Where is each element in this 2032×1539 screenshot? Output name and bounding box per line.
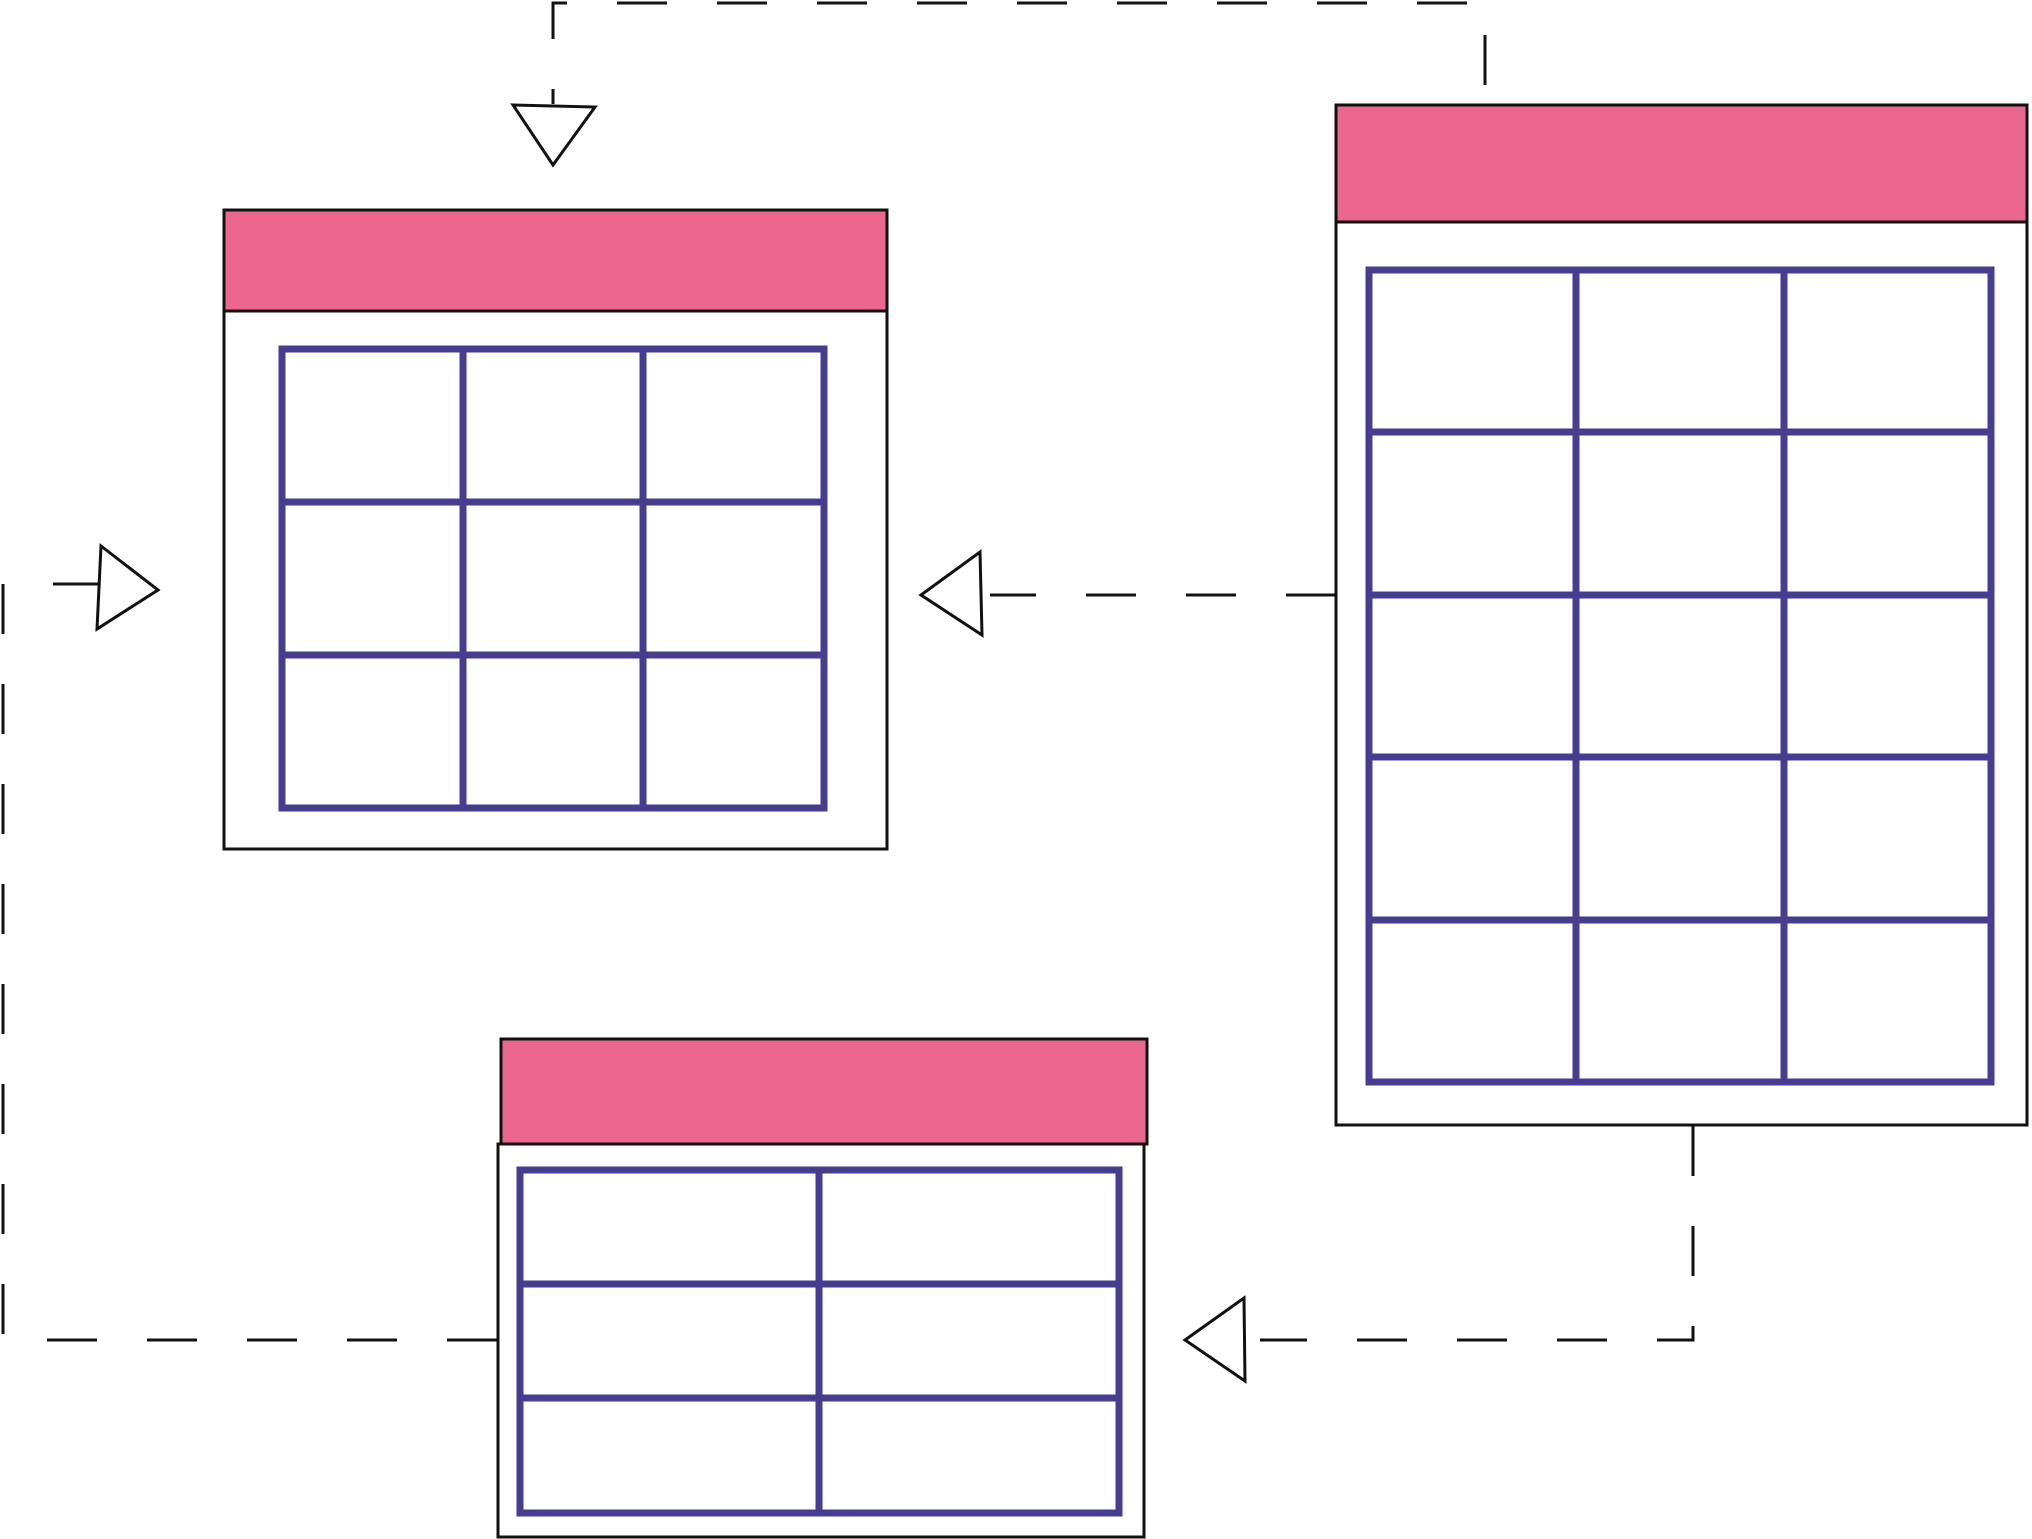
arrowhead-left-icon [1182,1295,1247,1384]
table-right[interactable] [1334,103,2029,1127]
connector-right-to-bottom[interactable] [1260,1126,1695,1342]
table-bottom[interactable] [496,1037,1149,1539]
arrowheads [95,103,1247,1384]
table-frame [222,309,889,851]
arrowhead-left-icon [918,549,984,638]
table-grid [1365,266,1995,1086]
connectors [1,1,1695,1342]
table-header [499,1037,1149,1146]
table-header [222,208,889,313]
arrowhead-down-icon [510,103,598,168]
table-header [1334,103,2029,224]
connector-bottom-to-top-left[interactable] [1,582,497,1342]
arrowhead-right-icon [95,543,161,632]
connector-right-to-top-left-top[interactable] [551,1,1487,104]
table-top-left[interactable] [222,208,889,851]
table-grid [516,1166,1123,1517]
table-frame [1334,220,2029,1127]
table-grid [278,345,828,812]
